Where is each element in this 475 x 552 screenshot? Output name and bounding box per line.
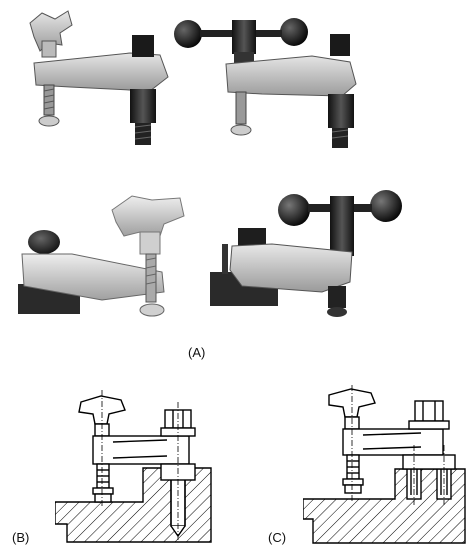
clamp-photo-ball-handle-base bbox=[202, 186, 412, 326]
drawing-b-star-knob-clamp bbox=[55, 390, 215, 546]
clamp-photo-ball-handle-upright bbox=[172, 8, 372, 158]
clamp-photo-star-knob-base bbox=[12, 188, 202, 328]
label-a: (A) bbox=[188, 345, 206, 360]
label-b: (B) bbox=[12, 530, 30, 545]
label-c: (C) bbox=[268, 530, 287, 545]
drawing-c-star-knob-clamp-threaded-base bbox=[303, 385, 468, 547]
clamp-photo-star-knob-upright bbox=[10, 5, 180, 155]
